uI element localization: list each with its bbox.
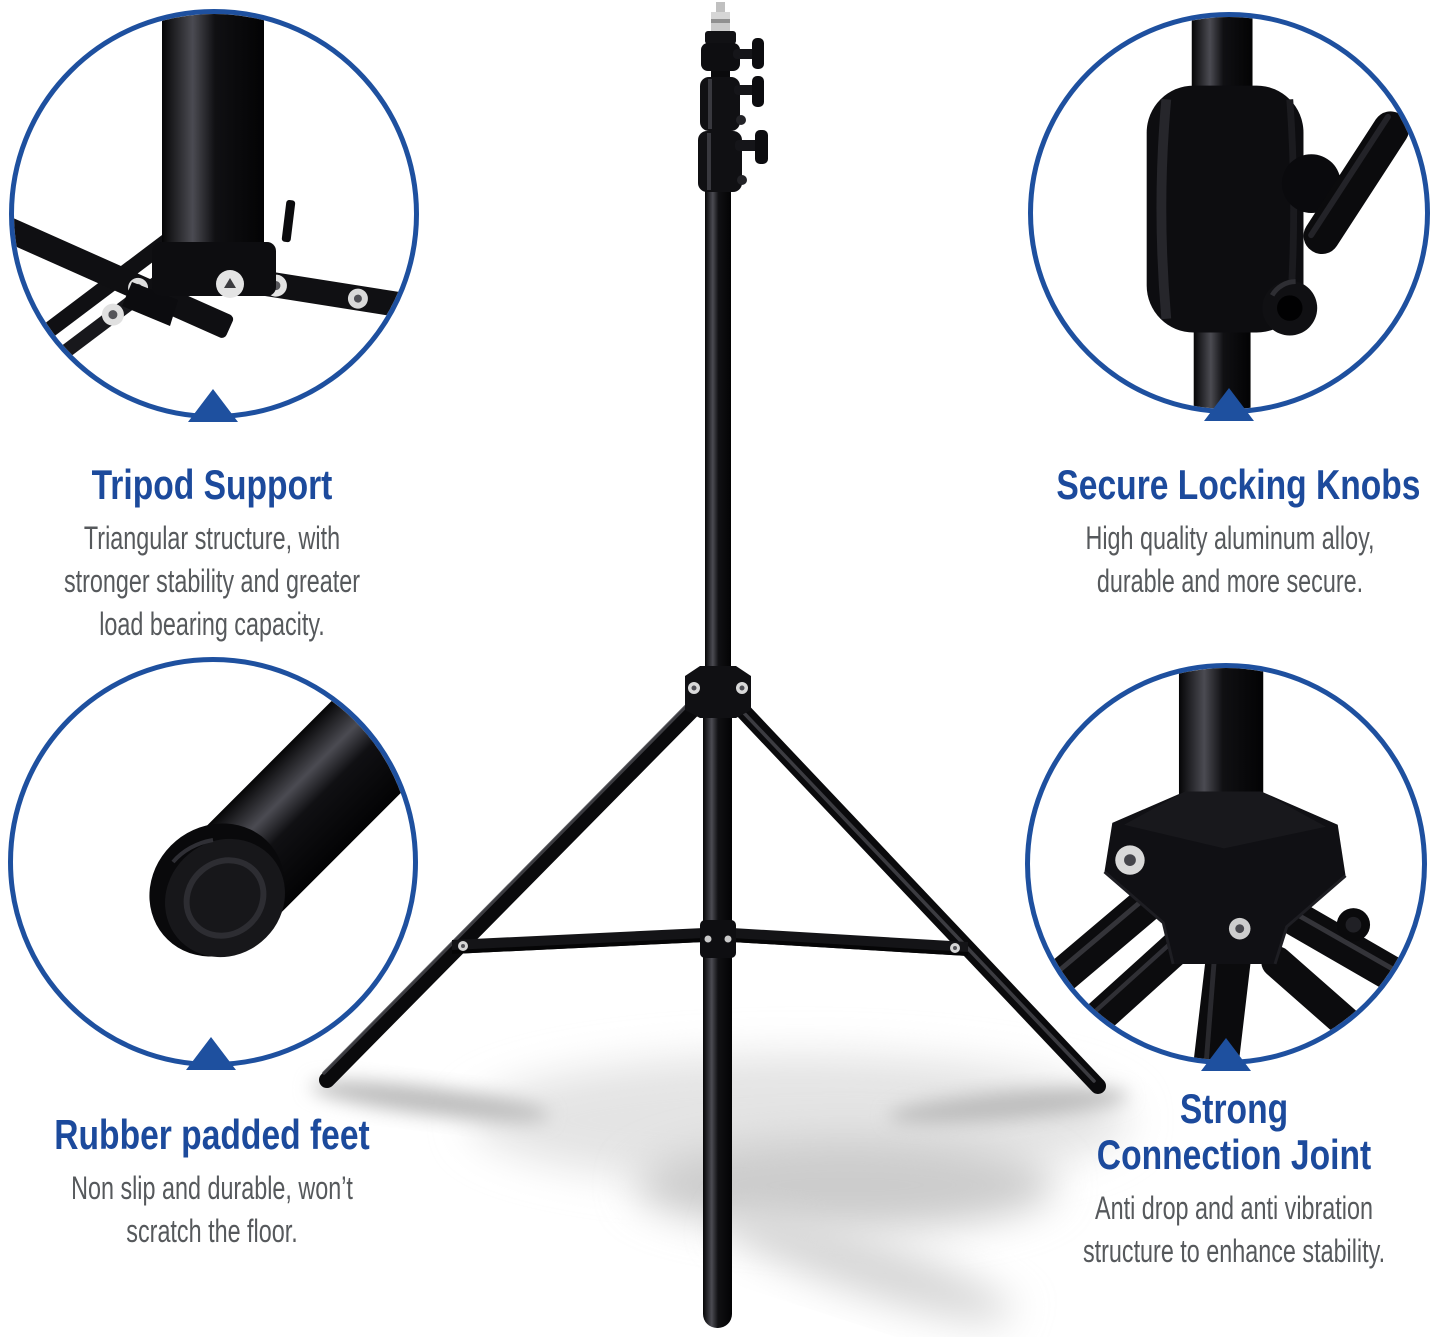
center-column [700,190,736,1328]
callout-pointer-triangle [1204,388,1254,421]
feature-title: Connection Joint [1096,1131,1372,1178]
rubber-foot-closeup-photo [8,657,418,1067]
stand-top-hardware [698,2,768,192]
feature-rubber-padded-feet: Rubber padded feet Non slip and durable,… [0,1112,424,1253]
feature-description: High quality aluminum alloy, durable and… [1085,520,1375,599]
feature-title: Tripod Support [91,461,333,508]
feature-title: Strong [1179,1085,1289,1132]
feature-description: Anti drop and anti vibration structure t… [1082,1190,1386,1269]
leg-braces [452,928,968,956]
floor-shadow [310,1054,1130,1321]
tripod-hub-closeup-photo [9,9,419,419]
feature-title: Secure Locking Knobs [1056,461,1421,508]
callout-pointer-triangle [1201,1038,1251,1071]
callout-pointer-triangle [186,1037,236,1070]
feature-title: Rubber padded feet [54,1111,370,1158]
feature-secure-locking-knobs: Secure Locking Knobs High quality alumin… [1013,462,1445,603]
locking-knob-closeup-photo [1028,12,1430,414]
feature-description: Non slip and durable, won’t scratch the … [71,1170,353,1249]
feature-description: Triangular structure, with stronger stab… [63,520,361,642]
feature-tripod-support: Tripod Support Triangular structure, wit… [0,462,424,646]
callout-pointer-triangle [188,389,238,422]
tripod-legs [319,688,1106,1094]
connection-joint-closeup-photo [1025,663,1427,1065]
feature-strong-connection-joint: Strong Connection Joint Anti drop and an… [1017,1086,1445,1273]
leg-hub [685,666,751,718]
